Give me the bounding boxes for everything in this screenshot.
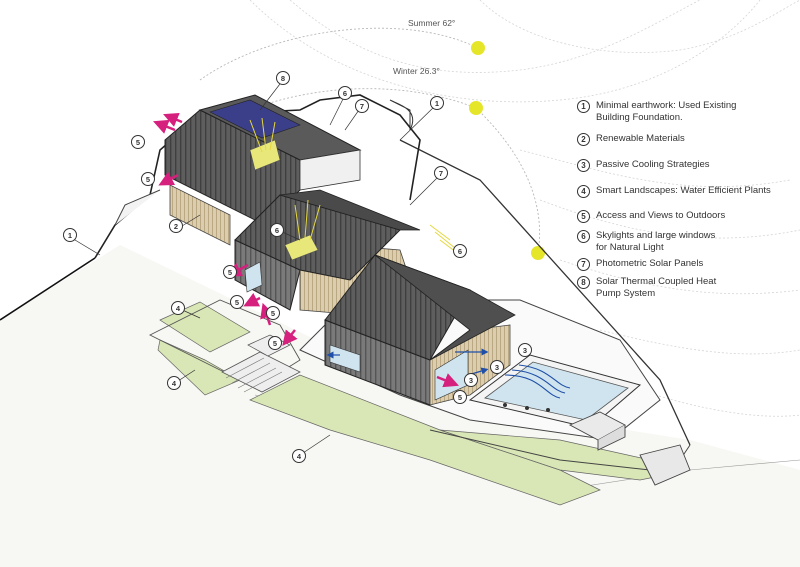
marker-5g: 5 bbox=[453, 390, 467, 404]
svg-text:1: 1 bbox=[68, 231, 72, 240]
building-front bbox=[324, 254, 516, 406]
svg-text:6: 6 bbox=[275, 226, 279, 235]
legend-text: Passive Cooling Strategies bbox=[596, 159, 710, 170]
legend-number: 1 bbox=[577, 100, 590, 113]
legend-text: Skylights and large windows for Natural … bbox=[596, 230, 716, 253]
legend-item-1: 1 Minimal earthwork: Used Existing Build… bbox=[577, 100, 799, 124]
pool bbox=[468, 354, 642, 451]
legend-number: 7 bbox=[577, 258, 590, 271]
marker-4c: 4 bbox=[292, 449, 306, 463]
marker-5b: 5 bbox=[141, 172, 155, 186]
daylight-rays bbox=[249, 117, 461, 256]
legend-text: Renewable Materials bbox=[596, 133, 685, 144]
svg-text:4: 4 bbox=[172, 379, 177, 388]
svg-text:5: 5 bbox=[136, 138, 140, 147]
legend-number: 5 bbox=[577, 210, 590, 223]
svg-text:3: 3 bbox=[469, 376, 473, 385]
marker-6a: 6 bbox=[338, 86, 352, 100]
legend-number: 3 bbox=[577, 159, 590, 172]
legend-number: 6 bbox=[577, 230, 590, 243]
marker-5f: 5 bbox=[268, 336, 282, 350]
ventilation-arrows bbox=[153, 112, 459, 388]
marker-3a: 3 bbox=[518, 343, 532, 357]
marker-5d: 5 bbox=[230, 295, 244, 309]
marker-7b: 7 bbox=[434, 166, 448, 180]
marker-3c: 3 bbox=[464, 373, 478, 387]
summer-sun-label: Summer 62° bbox=[408, 18, 455, 28]
winter-sun-label: Winter 26.3° bbox=[393, 66, 440, 76]
svg-text:5: 5 bbox=[146, 175, 150, 184]
svg-text:5: 5 bbox=[235, 298, 239, 307]
svg-text:2: 2 bbox=[174, 222, 178, 231]
marker-1b: 1 bbox=[63, 228, 77, 242]
legend-item-4: 4 Smart Landscapes: Water Efficient Plan… bbox=[577, 185, 799, 198]
skylight bbox=[249, 139, 281, 171]
svg-text:8: 8 bbox=[281, 74, 285, 83]
svg-text:5: 5 bbox=[273, 339, 277, 348]
marker-1a: 1 bbox=[430, 96, 444, 110]
lower-lawn bbox=[249, 374, 601, 506]
legend-text: Smart Landscapes: Water Efficient Plants bbox=[596, 185, 771, 196]
marker-4b: 4 bbox=[167, 376, 181, 390]
legend-number: 4 bbox=[577, 185, 590, 198]
upper-lawn bbox=[159, 301, 251, 353]
legend-number: 2 bbox=[577, 133, 590, 146]
legend-item-6: 6 Skylights and large windows for Natura… bbox=[577, 230, 799, 254]
svg-text:4: 4 bbox=[176, 304, 181, 313]
winter-sun-icon bbox=[469, 101, 483, 115]
svg-text:1: 1 bbox=[435, 99, 439, 108]
solar-panel bbox=[209, 99, 301, 139]
svg-text:3: 3 bbox=[495, 363, 499, 372]
stairs bbox=[221, 351, 301, 393]
svg-text:5: 5 bbox=[271, 309, 275, 318]
marker-2: 2 bbox=[169, 219, 183, 233]
legend-number: 8 bbox=[577, 276, 590, 289]
legend-item-5: 5 Access and Views to Outdoors bbox=[577, 210, 799, 223]
legend-text: Solar Thermal Coupled Heat Pump System bbox=[596, 276, 717, 299]
marker-6c: 6 bbox=[453, 244, 467, 258]
svg-text:7: 7 bbox=[439, 169, 443, 178]
marker-7a: 7 bbox=[355, 99, 369, 113]
marker-6b: 6 bbox=[270, 223, 284, 237]
marker-4a: 4 bbox=[171, 301, 185, 315]
legend-text: Photometric Solar Panels bbox=[596, 258, 704, 269]
svg-text:6: 6 bbox=[458, 247, 462, 256]
svg-text:5: 5 bbox=[228, 268, 232, 277]
legend-item-2: 2 Renewable Materials bbox=[577, 133, 799, 146]
legend-item-3: 3 Passive Cooling Strategies bbox=[577, 159, 799, 172]
legend-text: Access and Views to Outdoors bbox=[596, 210, 726, 221]
marker-5e: 5 bbox=[266, 306, 280, 320]
marker-5c: 5 bbox=[223, 265, 237, 279]
svg-text:7: 7 bbox=[360, 102, 364, 111]
svg-text:5: 5 bbox=[458, 393, 462, 402]
marker-8a: 8 bbox=[276, 71, 290, 85]
svg-text:4: 4 bbox=[297, 452, 302, 461]
legend-text: Minimal earthwork: Used Existing Buildin… bbox=[596, 100, 737, 123]
legend-item-8: 8 Solar Thermal Coupled Heat Pump System bbox=[577, 276, 799, 300]
marker-3b: 3 bbox=[490, 360, 504, 374]
marker-5a: 5 bbox=[131, 135, 145, 149]
low-sun-icon bbox=[531, 246, 545, 260]
legend-item-7: 7 Photometric Solar Panels bbox=[577, 258, 799, 271]
terrain-contours bbox=[249, 0, 800, 417]
middle-lawn bbox=[157, 339, 241, 396]
summer-sun-icon bbox=[471, 41, 485, 55]
svg-text:6: 6 bbox=[343, 89, 347, 98]
svg-text:3: 3 bbox=[523, 346, 527, 355]
